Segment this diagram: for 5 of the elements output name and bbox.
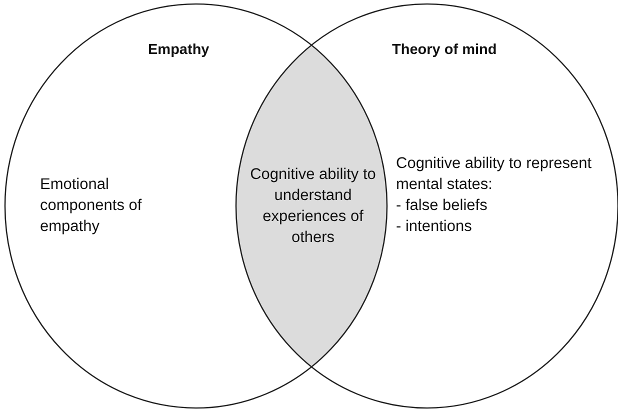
circle-text: Emotional components of empathy	[40, 175, 143, 237]
overlap-text: Cognitive ability to understand experiences of others	[249, 165, 377, 248]
circle-heading: Empathy	[148, 41, 210, 60]
circle-heading: Theory of mind	[392, 41, 498, 60]
circle-text: Cognitive ability to represent mental states: - false beliefs - intentions	[396, 154, 593, 237]
